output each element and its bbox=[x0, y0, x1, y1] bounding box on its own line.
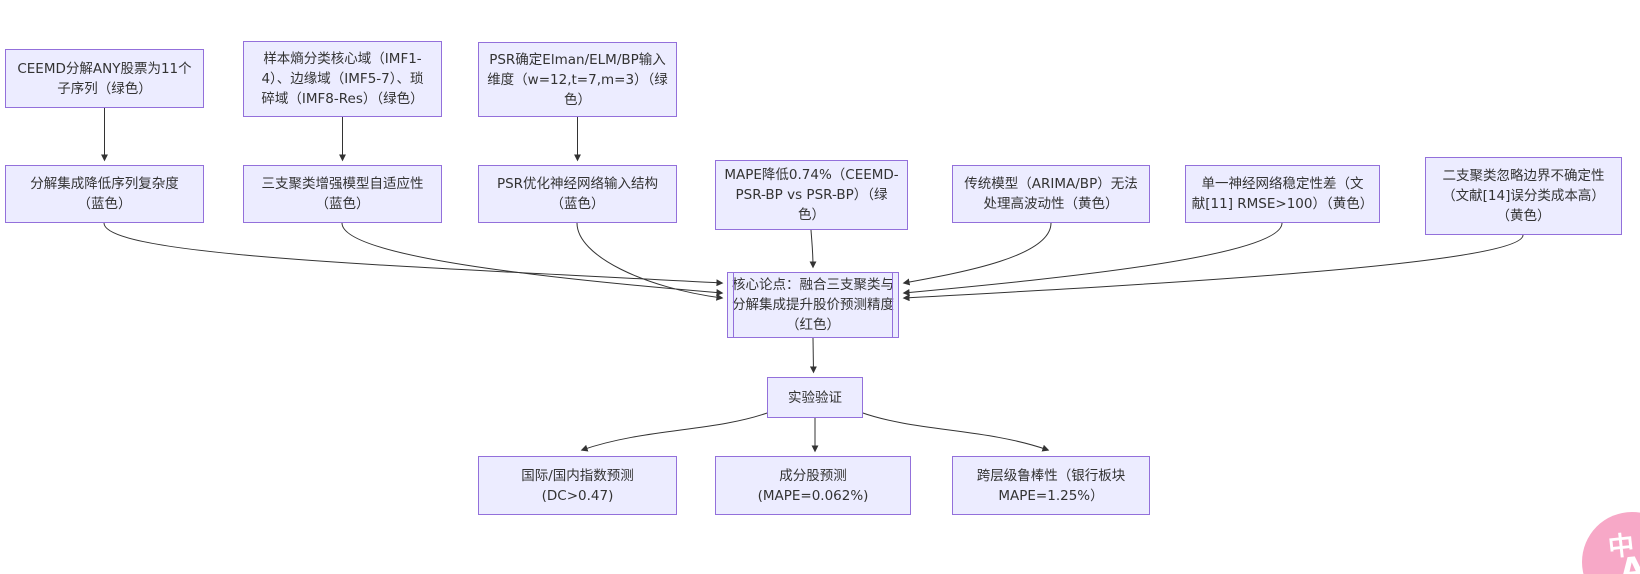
node-core-thesis: 核心论点：融合三支聚类与 分解集成提升股价预测精度 （红色） bbox=[727, 272, 899, 338]
edge-psropt-to-core bbox=[576, 222, 724, 301]
edge-experiment-to-index bbox=[580, 411, 771, 452]
node-traditional-models-limit: 传统模型（ARIMA/BP）无法 处理高波动性（黄色） bbox=[952, 165, 1150, 223]
node-label: 样本熵分类核心域（IMF1- 4）、边缘域（IMF5-7）、琐 碎域（IMF8-… bbox=[261, 51, 424, 107]
edge-traditional-to-core bbox=[902, 222, 1052, 286]
node-experiment-validation: 实验验证 bbox=[767, 377, 863, 418]
edge-singlenn-to-core bbox=[902, 222, 1283, 296]
node-mape-improvement: MAPE降低0.74%（CEEMD- PSR-BP vs PSR-BP）（绿 色… bbox=[715, 160, 908, 230]
node-label: CEEMD分解ANY股票为11个 子序列（绿色） bbox=[17, 60, 192, 97]
node-label: PSR确定Elman/ELM/BP输入 维度（w=12,t=7,m=3）（绿 色… bbox=[487, 51, 668, 108]
node-psr-optimization: PSR优化神经网络输入结构 （蓝色） bbox=[478, 165, 677, 223]
node-label: 分解集成降低序列复杂度 （蓝色） bbox=[30, 176, 179, 212]
translate-badge-a-glyph: A bbox=[1618, 548, 1640, 574]
node-label: 三支聚类增强模型自适应性 （蓝色） bbox=[261, 176, 424, 212]
node-label: 传统模型（ARIMA/BP）无法 处理高波动性（黄色） bbox=[964, 176, 1138, 212]
node-sample-entropy-domains: 样本熵分类核心域（IMF1- 4）、边缘域（IMF5-7）、琐 碎域（IMF8-… bbox=[243, 41, 442, 117]
node-label: 核心论点：融合三支聚类与 分解集成提升股价预测精度 （红色） bbox=[732, 277, 894, 333]
node-psr-input-dimensions: PSR确定Elman/ELM/BP输入 维度（w=12,t=7,m=3）（绿 色… bbox=[478, 42, 677, 117]
node-label: 实验验证 bbox=[788, 389, 842, 406]
node-label: PSR优化神经网络输入结构 （蓝色） bbox=[496, 176, 659, 212]
edge-core-to-experiment bbox=[809, 337, 817, 374]
node-two-way-clustering-limit: 二支聚类忽略边界不确定性 （文献[14]误分类成本高） （黄色） bbox=[1425, 157, 1622, 235]
node-ceemd-decomposition: CEEMD分解ANY股票为11个 子序列（绿色） bbox=[5, 49, 204, 108]
node-label: 成分股预测 (MAPE=0.062%) bbox=[757, 467, 869, 504]
node-label: 跨层级鲁棒性（银行板块 MAPE=1.25%） bbox=[976, 467, 1126, 504]
edge-twoway-to-core bbox=[902, 234, 1524, 302]
node-label: MAPE降低0.74%（CEEMD- PSR-BP vs PSR-BP）（绿 色… bbox=[724, 167, 899, 223]
node-cross-level-robustness: 跨层级鲁棒性（银行板块 MAPE=1.25%） bbox=[952, 456, 1150, 515]
node-single-nn-instability: 单一神经网络稳定性差（文 献[11] RMSE>100）（黄色） bbox=[1185, 165, 1380, 223]
node-decomposition-ensemble: 分解集成降低序列复杂度 （蓝色） bbox=[5, 165, 204, 223]
edge-experiment-to-robust bbox=[859, 411, 1050, 452]
node-three-way-clustering: 三支聚类增强模型自适应性 （蓝色） bbox=[243, 165, 442, 223]
edge-mape-to-core bbox=[809, 229, 817, 269]
edge-decomp-to-core bbox=[103, 222, 724, 287]
node-label: 国际/国内指数预测 (DC>0.47) bbox=[521, 467, 634, 504]
node-constituent-stock-prediction: 成分股预测 (MAPE=0.062%) bbox=[715, 456, 911, 515]
node-label: 二支聚类忽略边界不确定性 （文献[14]误分类成本高） （黄色） bbox=[1442, 168, 1605, 224]
node-index-prediction: 国际/国内指数预测 (DC>0.47) bbox=[478, 456, 677, 515]
edge-threeway-to-core bbox=[341, 222, 724, 297]
node-label: 单一神经网络稳定性差（文 献[11] RMSE>100）（黄色） bbox=[1191, 176, 1374, 212]
